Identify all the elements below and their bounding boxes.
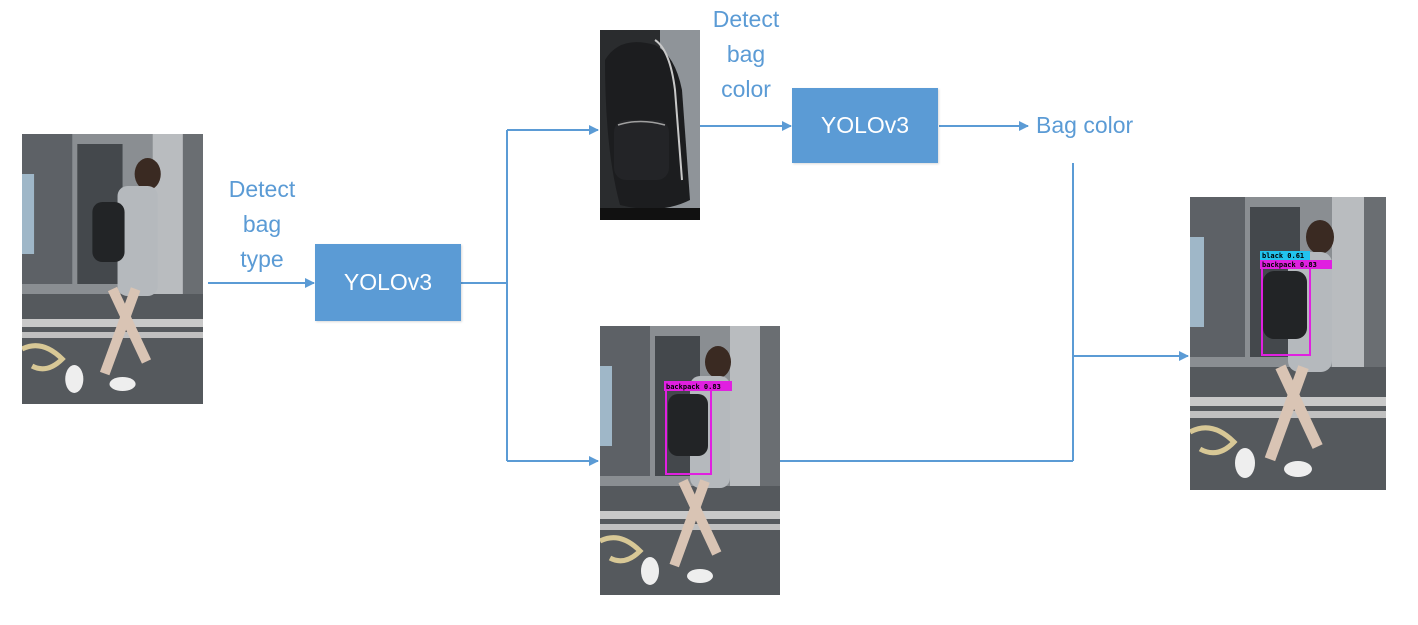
detection-tag-backpack (664, 381, 732, 391)
step-label-detect-type: Detect bag type (228, 176, 296, 272)
step-label-detect-color: Detect bag color (712, 6, 780, 102)
model-box-yolov3-type: YOLOv3 (315, 244, 461, 321)
detection-label-backpack: backpack 0.83 (666, 383, 721, 391)
model-label: YOLOv3 (820, 112, 910, 138)
detection-label-black: black 0.61 (1262, 252, 1304, 260)
detection-label-backpack-final: backpack 0.83 (1262, 261, 1317, 269)
input-photo (22, 134, 203, 404)
cropped-bag-photo (600, 30, 700, 220)
detection-tag-backpack-final (1260, 260, 1332, 269)
detected-type-photo: backpack 0.83 (600, 326, 780, 595)
model-box-yolov3-color: YOLOv3 (792, 88, 938, 163)
model-label: YOLOv3 (343, 269, 433, 295)
output-label-bag-color: Bag color (1036, 112, 1134, 138)
final-output-photo: black 0.61 backpack 0.83 (1190, 197, 1386, 490)
detection-tag-black (1260, 251, 1310, 260)
